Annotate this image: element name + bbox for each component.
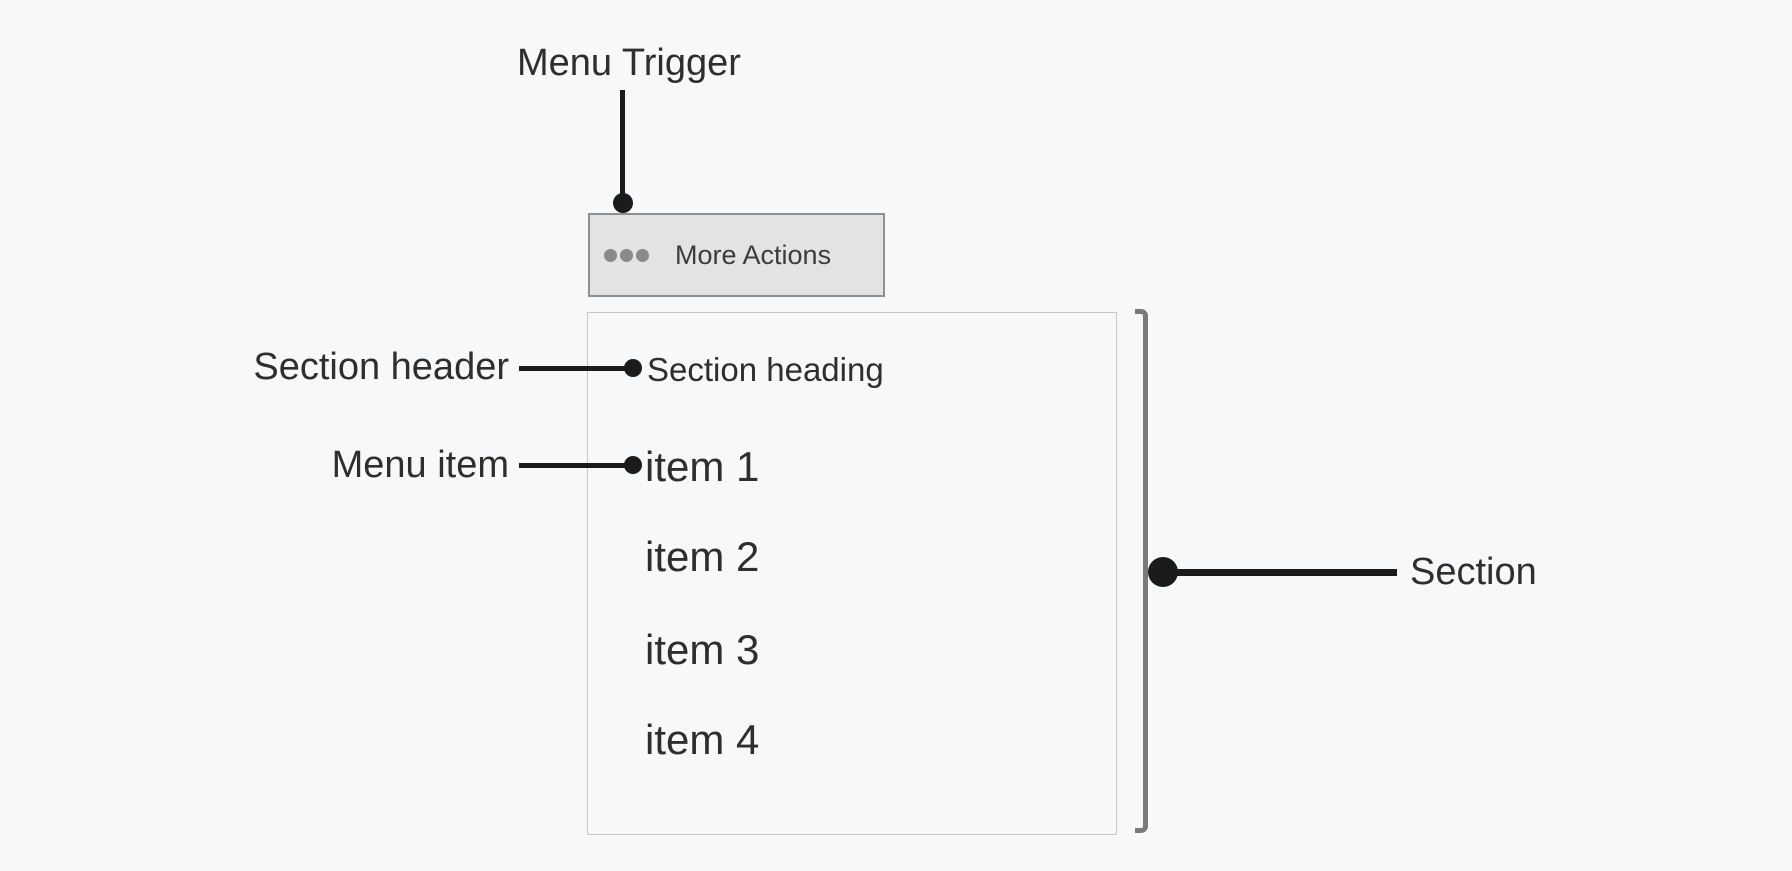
ellipsis-dot xyxy=(604,248,617,262)
section-bracket xyxy=(1135,309,1148,833)
menu-item-1[interactable]: item 1 xyxy=(645,443,760,490)
menu-item-2[interactable]: item 2 xyxy=(645,533,760,580)
menu-trigger-callout-dot xyxy=(613,193,633,213)
more-actions-button-label: More Actions xyxy=(675,239,832,270)
ellipsis-dot xyxy=(620,248,633,262)
menu-trigger-callout-line xyxy=(620,90,625,203)
menu-item-4[interactable]: item 4 xyxy=(645,716,760,763)
ellipsis-dot xyxy=(636,248,649,262)
more-actions-button[interactable]: More Actions xyxy=(588,213,885,297)
ellipsis-icon xyxy=(604,248,649,262)
menu-item-annotation-label: Menu item xyxy=(331,444,509,486)
section-annotation-label: Section xyxy=(1410,551,1537,593)
menu-popover: Section heading item 1 item 2 item 3 ite… xyxy=(587,312,1117,835)
section-header-annotation-label: Section header xyxy=(253,346,509,388)
menu-item-3[interactable]: item 3 xyxy=(645,626,760,673)
menu-trigger-annotation-label: Menu Trigger xyxy=(517,42,741,84)
menu-item-callout-dot xyxy=(624,456,642,474)
section-header-callout-dot xyxy=(624,359,642,377)
menu-section-heading: Section heading xyxy=(647,351,884,388)
menu-item-callout-line xyxy=(519,463,633,468)
section-header-callout-line xyxy=(519,366,633,371)
section-callout-line xyxy=(1160,569,1397,576)
